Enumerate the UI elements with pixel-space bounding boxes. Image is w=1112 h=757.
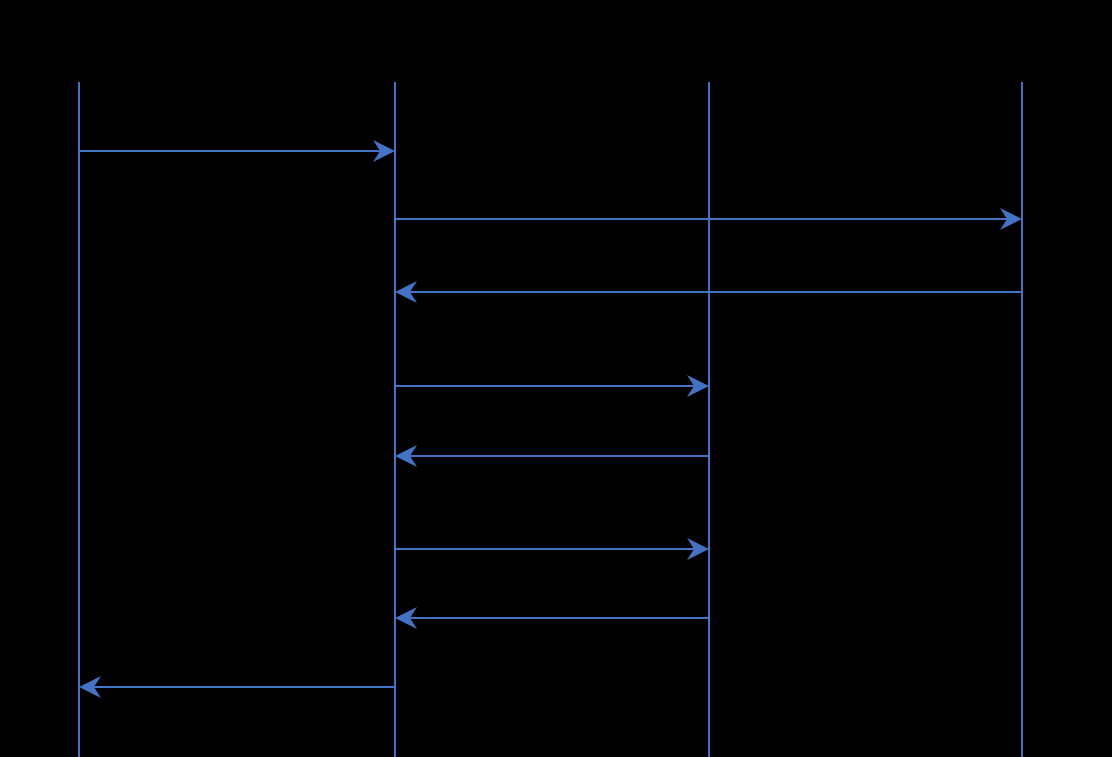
message-arrowhead-2 — [1000, 208, 1022, 230]
message-arrowhead-1 — [373, 140, 395, 162]
message-arrowhead-4 — [687, 375, 709, 397]
lifelines-group — [77, 82, 1024, 757]
message-arrowhead-5 — [395, 445, 417, 467]
message-arrowhead-7 — [395, 607, 417, 629]
message-arrowhead-8 — [79, 676, 101, 698]
messages-group — [79, 140, 1022, 698]
message-arrowhead-3 — [395, 281, 417, 303]
message-arrowhead-6 — [687, 538, 709, 560]
